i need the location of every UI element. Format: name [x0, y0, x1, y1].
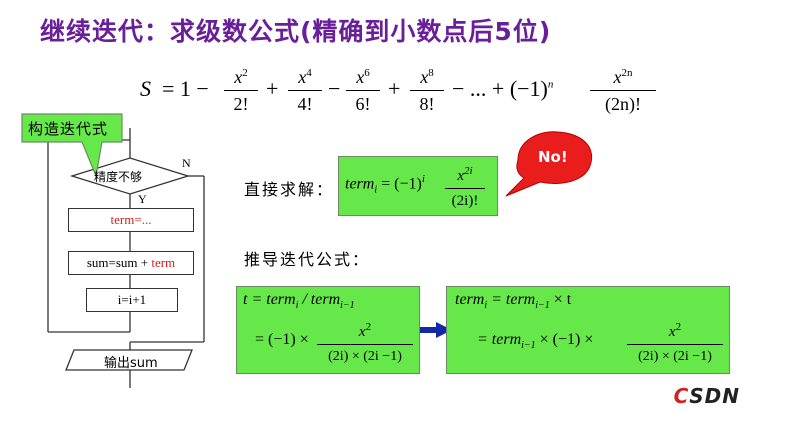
page-title: 继续迭代：求级数公式(精确到小数点后5位): [40, 17, 552, 46]
formula-plus-2: +: [388, 76, 401, 101]
direct-formula-box: termi = (−1)i x2i (2i)!: [338, 156, 498, 216]
formula-eq-one: = 1 −: [162, 76, 209, 101]
formula-term-4: x4 4!: [288, 62, 322, 115]
decision-no: N: [182, 156, 191, 170]
flow-output: 输出sum: [104, 356, 158, 371]
decision-yes: Y: [138, 192, 147, 206]
formula-term-n: x2n (2n)!: [590, 62, 656, 115]
formula-ellipsis: − ... + (−1)n: [452, 76, 554, 101]
flow-box-term: term=...: [68, 208, 194, 232]
flow-box-sum: sum=sum + term: [68, 251, 194, 275]
derive-label: 推导迭代公式：: [244, 250, 371, 269]
derive-right-box: termi = termi−1 × t = termi−1 × (−1) × x…: [446, 286, 730, 374]
formula-term-8: x8 8!: [410, 62, 444, 115]
decision-label: 精度不够: [94, 170, 143, 184]
formula-term-6: x6 6!: [346, 62, 380, 115]
formula-s: S: [140, 76, 151, 101]
flow-box-increment: i=i+1: [86, 288, 178, 312]
direct-label: 直接求解：: [244, 180, 335, 199]
derive-left-box: t = termi / termi−1 = (−1) × x2 (2i) × (…: [236, 286, 420, 374]
formula-minus-1: −: [328, 76, 341, 101]
formula-term-2: x2 2!: [224, 62, 258, 115]
no-bubble-text: No!: [538, 148, 568, 166]
csdn-watermark: CSDN: [673, 384, 740, 408]
formula-plus-1: +: [266, 76, 279, 101]
callout-construct: 构造迭代式: [28, 120, 109, 138]
